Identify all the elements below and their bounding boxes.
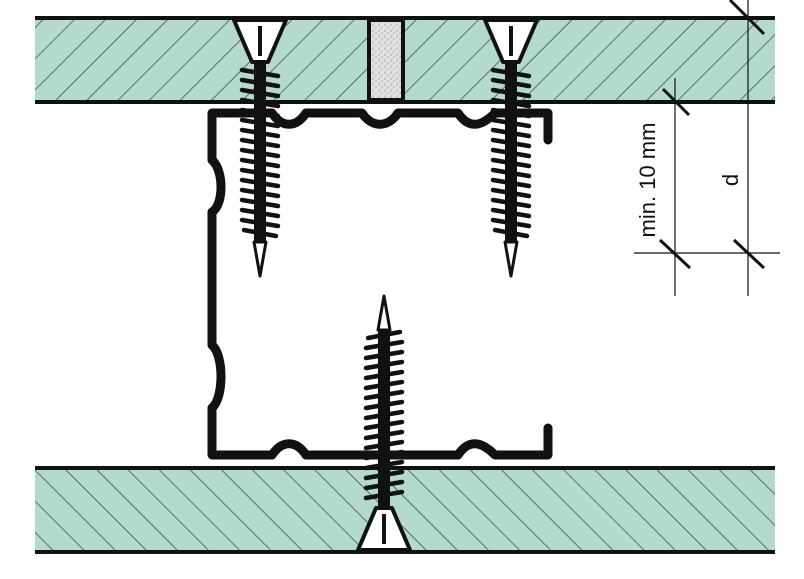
screw-right	[483, 18, 539, 278]
screw-left	[232, 18, 288, 278]
dimension-min-label: min. 10 mm	[635, 123, 660, 238]
c-profile	[207, 108, 553, 460]
dimension-d-label: d	[718, 174, 743, 186]
joint-insert	[367, 18, 405, 102]
dimension-d: d	[718, 0, 766, 296]
screw-bottom	[356, 294, 412, 552]
dimension-min: min. 10 mm	[634, 78, 780, 296]
